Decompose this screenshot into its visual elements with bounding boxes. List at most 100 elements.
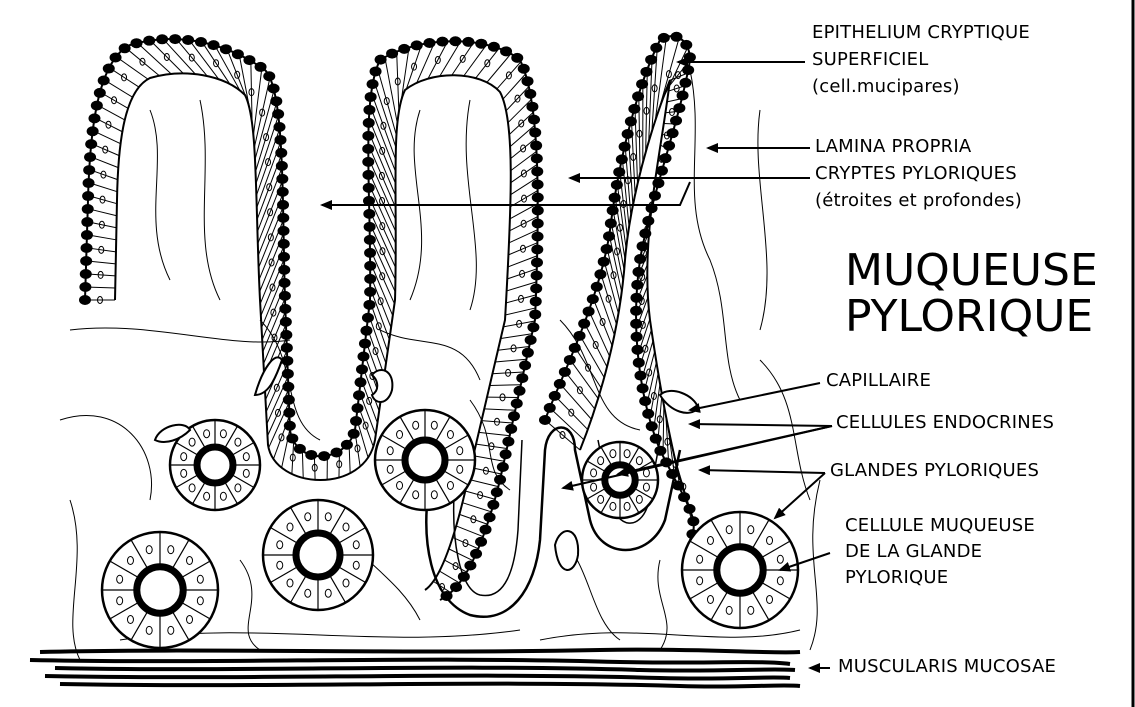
cell-nucleus	[671, 32, 683, 42]
cell-nucleus	[232, 49, 244, 59]
cell-nucleus	[532, 179, 544, 189]
cell-wall	[635, 107, 638, 184]
cell-nucleus	[449, 36, 461, 46]
label-cellule-line1: CELLULE MUQUEUSE	[845, 515, 1035, 537]
cell-wall	[465, 491, 495, 499]
cell-nucleus	[500, 449, 512, 459]
cell-nucleus	[642, 409, 654, 419]
cell-nucleus	[450, 582, 462, 592]
cell-nucleus	[362, 313, 374, 323]
cell-nucleus	[658, 33, 670, 43]
cell-nucleus	[633, 358, 645, 368]
cell-nucleus	[363, 300, 375, 310]
cell-wall	[371, 92, 395, 159]
muscularis-mucosae-bands	[30, 650, 800, 687]
cell-nucleus	[634, 371, 646, 381]
cell-wall	[257, 168, 282, 232]
cell-nucleus	[587, 294, 599, 304]
cell-nucleus	[663, 141, 675, 151]
cell-nucleus	[470, 549, 482, 559]
cell-wall	[492, 372, 523, 374]
cell-nucleus	[365, 92, 377, 102]
cell-wall	[631, 119, 635, 194]
cell-nucleus	[85, 139, 97, 149]
cell-nucleus	[650, 43, 662, 53]
cell-nucleus	[639, 396, 651, 406]
cell-nucleus	[484, 512, 496, 522]
cell-nucleus	[84, 152, 96, 162]
cell-nucleus	[494, 475, 506, 485]
cell-nucleus	[462, 37, 474, 47]
cell-nucleus	[243, 55, 255, 65]
cell-nucleus	[636, 79, 648, 89]
cell-nucleus	[518, 64, 530, 74]
cell-nucleus	[578, 319, 590, 329]
cell-nucleus	[516, 373, 528, 383]
cell-wall	[490, 385, 521, 386]
cell-wall	[667, 99, 682, 102]
cell-nucleus	[527, 322, 539, 332]
cell-nucleus	[591, 282, 603, 292]
cell-nucleus	[519, 360, 531, 370]
cell-wall	[665, 111, 678, 112]
cell-wall	[476, 444, 507, 448]
cell-nucleus	[531, 270, 543, 280]
cell-wall	[580, 335, 604, 377]
title-line1: MUQUEUSE	[845, 248, 1098, 294]
cell-wall	[506, 87, 529, 111]
cell-wall	[669, 86, 685, 91]
cell-wall	[95, 118, 123, 132]
cell-nucleus	[640, 67, 652, 77]
cell-wall	[397, 52, 399, 112]
cell-wall	[484, 409, 515, 410]
cell-wall	[109, 68, 139, 87]
cell-wall	[449, 549, 473, 561]
cell-wall	[644, 351, 655, 393]
gland-cross-section	[102, 532, 218, 648]
cell-wall	[100, 92, 128, 108]
cell-nucleus	[583, 306, 595, 316]
cell-nucleus	[362, 131, 374, 141]
cell-nucleus	[530, 296, 542, 306]
cell-nucleus	[525, 335, 537, 345]
title-line2: PYLORIQUE	[845, 294, 1093, 340]
cell-wall	[622, 158, 629, 227]
cell-nucleus	[529, 309, 541, 319]
cell-wall	[482, 421, 513, 423]
cell-wall	[479, 432, 510, 435]
cell-nucleus	[645, 55, 657, 65]
cell-nucleus	[305, 450, 317, 460]
label-glandes: GLANDES PYLORIQUES	[830, 460, 1039, 482]
cell-nucleus	[522, 76, 534, 86]
cell-nucleus	[511, 53, 523, 63]
cell-wall	[593, 298, 612, 345]
cell-wall	[314, 456, 315, 480]
cell-nucleus	[601, 244, 613, 254]
cell-wall	[104, 80, 133, 98]
label-epithelium-line1: EPITHELIUM CRYPTIQUE	[812, 22, 1030, 44]
label-epithelium-line3: (cell.mucipares)	[812, 76, 960, 98]
cell-nucleus	[294, 444, 306, 454]
cell-nucleus	[464, 560, 476, 570]
cell-nucleus	[531, 154, 543, 164]
cell-wall	[464, 45, 487, 76]
label-muscularis: MUSCULARIS MUCOSAE	[838, 656, 1056, 678]
cell-nucleus	[352, 403, 364, 413]
cell-nucleus	[195, 37, 207, 47]
cell-nucleus	[631, 345, 643, 355]
label-cellule-line3: PYLORIQUE	[845, 567, 948, 589]
cell-nucleus	[532, 192, 544, 202]
cell-wall	[385, 57, 397, 123]
cell-nucleus	[356, 364, 368, 374]
cell-nucleus	[522, 348, 534, 358]
cell-nucleus	[88, 113, 100, 123]
cell-wall	[126, 48, 160, 76]
cell-nucleus	[475, 537, 487, 547]
cell-nucleus	[367, 79, 379, 89]
cell-wall	[88, 196, 117, 204]
cell-nucleus	[353, 390, 365, 400]
cell-nucleus	[531, 167, 543, 177]
cell-nucleus	[91, 101, 103, 111]
cell-wall	[302, 451, 303, 478]
